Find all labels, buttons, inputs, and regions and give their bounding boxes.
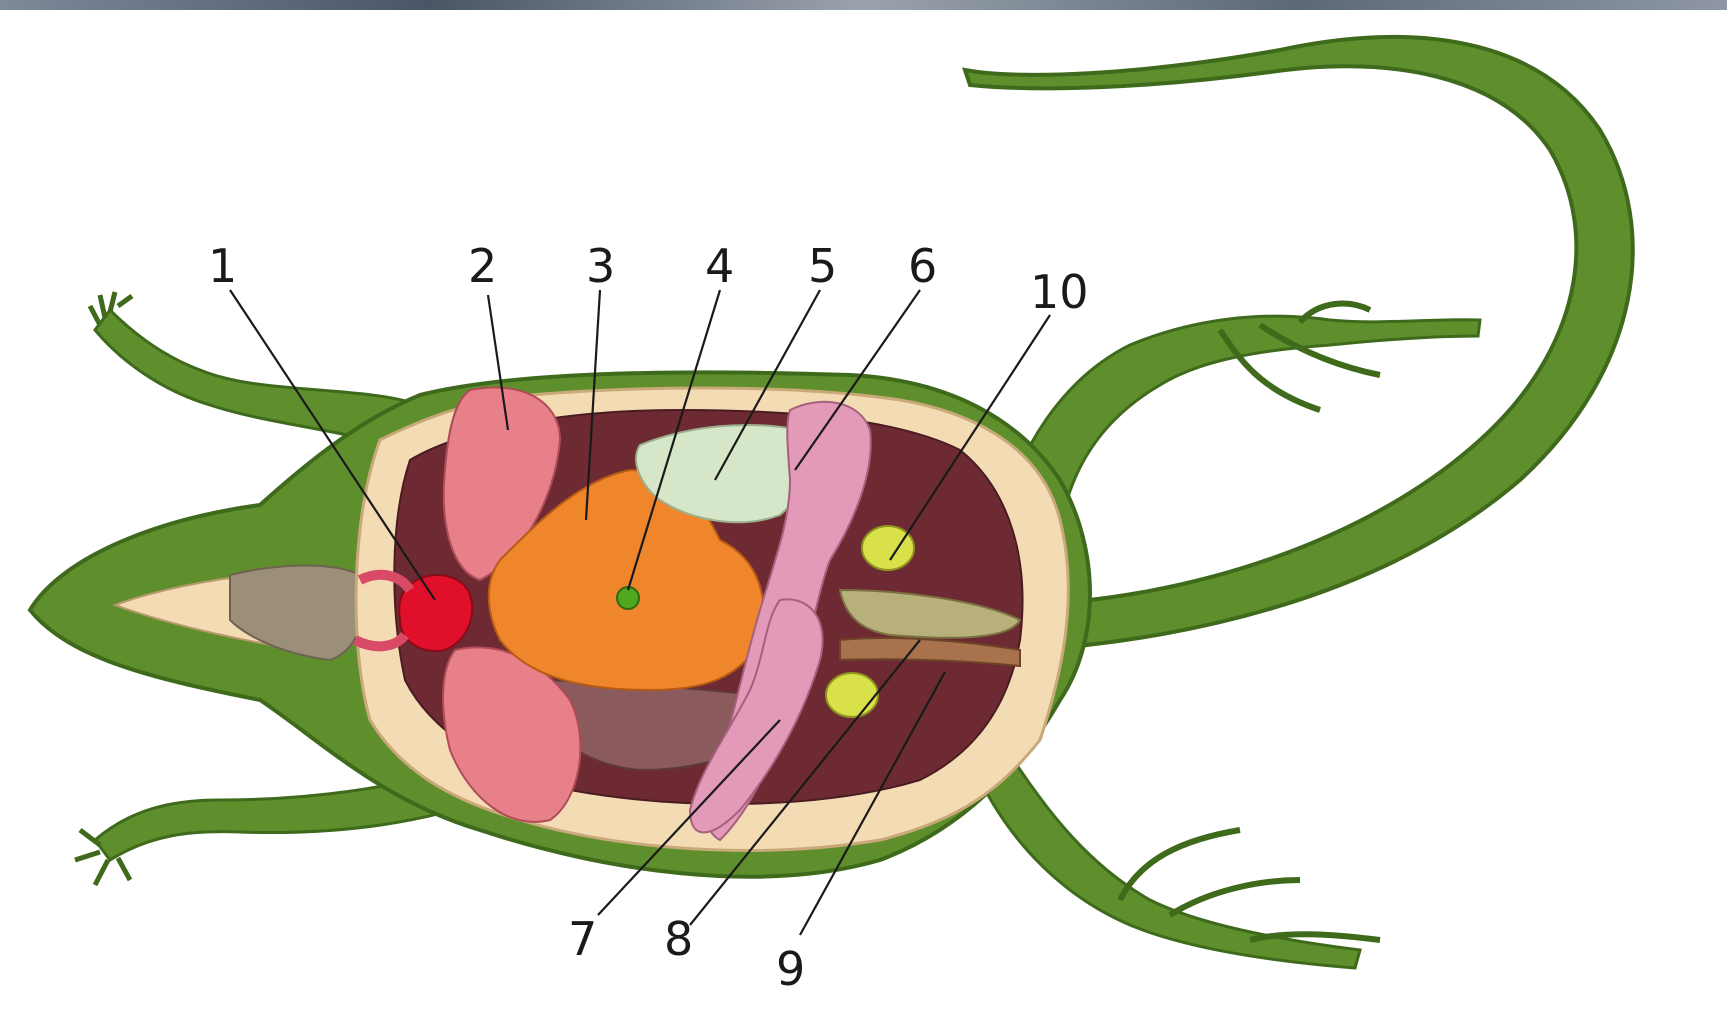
callout-9: 9 [776,942,805,996]
gallbladder [617,587,639,609]
callout-6: 6 [908,239,937,293]
callout-4: 4 [705,239,734,293]
callout-2: 2 [468,239,497,293]
kidney-lower [826,673,878,717]
callout-8: 8 [664,912,693,966]
kidney-upper [862,526,914,570]
callout-3: 3 [586,239,615,293]
callout-5: 5 [808,239,837,293]
callout-10: 10 [1030,265,1089,319]
callout-7: 7 [568,912,597,966]
callout-1: 1 [208,239,237,293]
